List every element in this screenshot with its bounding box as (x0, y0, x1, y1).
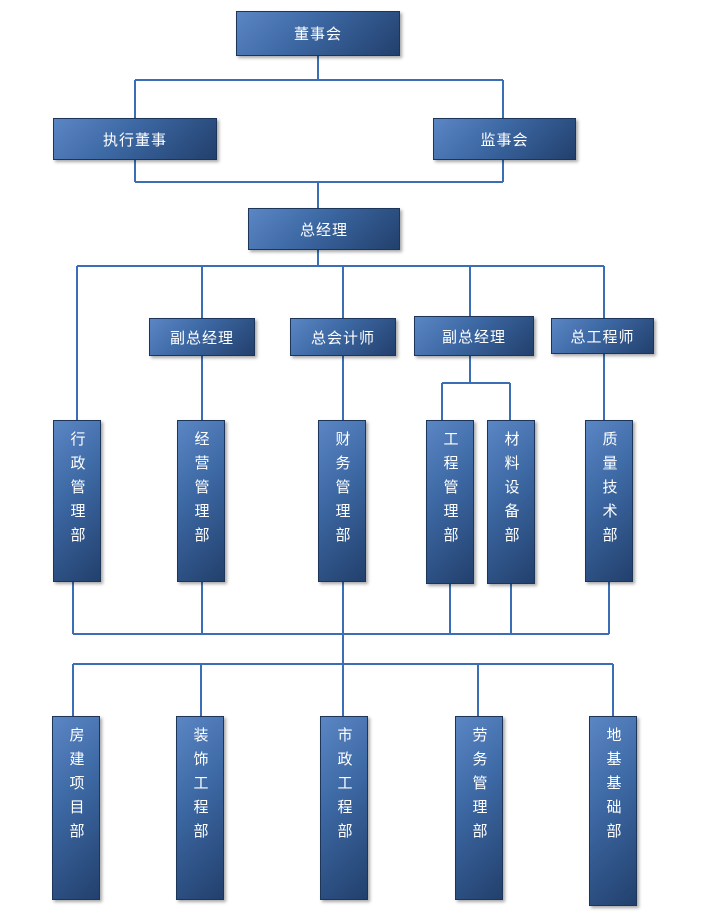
engineering-dept-box: 工程管理部 (426, 420, 474, 584)
labor-dept-box: 劳务管理部 (455, 716, 503, 900)
engineering-dept-label: 工程管理部 (441, 431, 460, 551)
housing-dept-label: 房建项目部 (67, 727, 86, 847)
quality-dept-box: 质量技术部 (585, 420, 633, 582)
deputy-gm-2-label: 副总经理 (441, 327, 506, 346)
finance-dept-box: 财务管理部 (318, 420, 366, 582)
general-manager-label: 总经理 (299, 220, 348, 239)
quality-dept-label: 质量技术部 (600, 431, 619, 551)
supervisory-board-box: 监事会 (433, 118, 576, 160)
chief-accountant-label: 总会计师 (310, 328, 375, 347)
board-box: 董事会 (236, 11, 400, 56)
chief-engineer-label: 总工程师 (570, 327, 635, 346)
foundation-dept-box: 地基基础部 (589, 716, 637, 906)
chief-engineer-box: 总工程师 (551, 318, 654, 354)
admin-dept-label: 行政管理部 (68, 431, 87, 551)
general-manager-box: 总经理 (248, 208, 400, 250)
operations-dept-label: 经营管理部 (192, 431, 211, 551)
deputy-gm-1-label: 副总经理 (169, 328, 234, 347)
chief-accountant-box: 总会计师 (290, 318, 396, 356)
labor-dept-label: 劳务管理部 (470, 727, 489, 847)
municipal-dept-box: 市政工程部 (320, 716, 368, 900)
supervisory-board-label: 监事会 (480, 130, 529, 149)
finance-dept-label: 财务管理部 (333, 431, 352, 551)
materials-dept-label: 材料设备部 (502, 431, 521, 551)
deputy-gm-2-box: 副总经理 (414, 316, 534, 356)
operations-dept-box: 经营管理部 (177, 420, 225, 582)
board-label: 董事会 (293, 25, 342, 43)
admin-dept-box: 行政管理部 (53, 420, 101, 582)
housing-dept-box: 房建项目部 (52, 716, 100, 900)
executive-director-box: 执行董事 (53, 118, 217, 160)
executive-director-label: 执行董事 (102, 130, 167, 149)
decoration-dept-box: 装饰工程部 (176, 716, 224, 900)
deputy-gm-1-box: 副总经理 (149, 318, 255, 356)
materials-dept-box: 材料设备部 (487, 420, 535, 584)
municipal-dept-label: 市政工程部 (335, 727, 354, 847)
decoration-dept-label: 装饰工程部 (191, 727, 210, 847)
foundation-dept-label: 地基基础部 (604, 727, 623, 847)
